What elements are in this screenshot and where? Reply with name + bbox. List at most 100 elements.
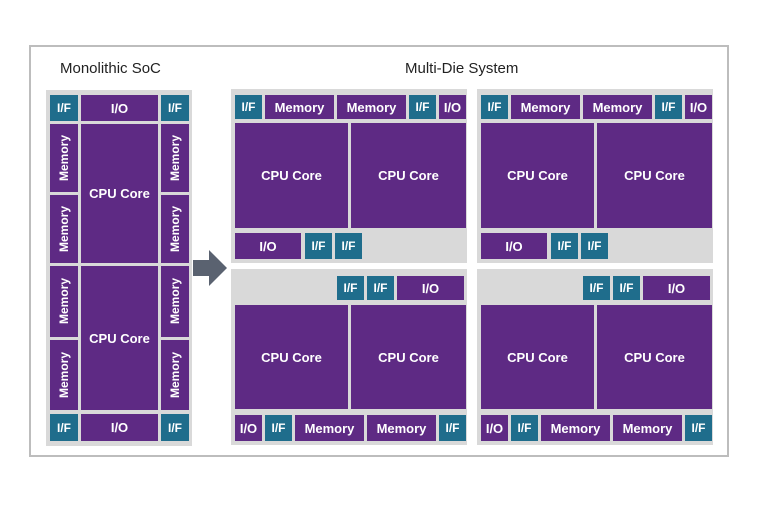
die-bottom-left-if-3: I/F xyxy=(265,415,292,441)
die-top-left-if-2-label: I/F xyxy=(415,100,430,114)
die-bottom-left-memory-1: Memory xyxy=(295,415,364,441)
soc-memory-right-1-label: Memory xyxy=(168,134,182,181)
die-bottom-left-if-2: I/F xyxy=(367,276,394,300)
die-bottom-right-if-2-label: I/F xyxy=(619,281,634,295)
die-bottom-left-if-1-label: I/F xyxy=(343,281,358,295)
die-top-left-io-bottom: I/O xyxy=(235,233,301,259)
die-top-right-if-1-label: I/F xyxy=(487,100,502,114)
die-bottom-right-if-4: I/F xyxy=(685,415,712,441)
die-bottom-right-io-bottom-label: I/O xyxy=(485,420,504,436)
die-top-right-memory-1: Memory xyxy=(511,95,580,119)
die-top-right-memory-1-label: Memory xyxy=(520,99,571,115)
soc-memory-left-3-label: Memory xyxy=(57,278,71,325)
die-bottom-right-if-2: I/F xyxy=(613,276,640,300)
die-top-right-cpu-core-2-label: CPU Core xyxy=(624,168,685,183)
right-arrow-icon xyxy=(193,250,227,286)
soc-io-bottom: I/O xyxy=(81,414,158,441)
soc-memory-right-2: Memory xyxy=(161,195,189,263)
soc-if-top-right-label: I/F xyxy=(168,101,182,115)
die-top-left-io-top-label: I/O xyxy=(443,99,462,115)
die-bottom-left-memory-1-label: Memory xyxy=(304,420,355,436)
soc-cpu-core-2-label: CPU Core xyxy=(89,330,150,346)
monolithic-soc-title: Monolithic SoC xyxy=(60,60,161,77)
die-bottom-left-if-2-label: I/F xyxy=(373,281,388,295)
soc-memory-left-4-label: Memory xyxy=(57,351,71,398)
die-top-right-memory-2-label: Memory xyxy=(592,99,643,115)
die-bottom-left-if-4-label: I/F xyxy=(445,421,460,435)
soc-io-bottom-label: I/O xyxy=(110,420,129,435)
die-top-right-cpu-core-1: CPU Core xyxy=(481,123,594,228)
die-bottom-right-io-top-label: I/O xyxy=(667,280,686,296)
die-top-left-memory-2: Memory xyxy=(337,95,406,119)
die-top-left-io-bottom-label: I/O xyxy=(259,238,277,254)
soc-io-top-label: I/O xyxy=(110,100,129,116)
die-bottom-left-io-top: I/O xyxy=(397,276,464,300)
die-top-left-if-2: I/F xyxy=(409,95,436,119)
soc-if-top-right: I/F xyxy=(161,95,189,121)
die-bottom-left-cpu-core-2-label: CPU Core xyxy=(378,349,439,365)
soc-io-top: I/O xyxy=(81,95,158,121)
soc-if-top-left-label: I/F xyxy=(57,101,71,115)
soc-if-top-left: I/F xyxy=(50,95,78,121)
die-bottom-right-memory-1-label: Memory xyxy=(550,420,601,436)
die-bottom-left-io-top-label: I/O xyxy=(421,280,440,296)
die-top-left-if-1: I/F xyxy=(235,95,262,119)
die-bottom-left-if-4: I/F xyxy=(439,415,466,441)
soc-memory-right-2-label: Memory xyxy=(168,205,182,252)
die-bottom-right-if-1-label: I/F xyxy=(589,281,604,295)
die-top-left-if-3-label: I/F xyxy=(311,239,326,253)
die-bottom-left-memory-2: Memory xyxy=(367,415,436,441)
die-top-left-cpu-core-2: CPU Core xyxy=(351,123,466,228)
soc-if-bottom-right: I/F xyxy=(161,414,189,441)
soc-memory-left-2: Memory xyxy=(50,195,78,263)
die-top-left-if-4-label: I/F xyxy=(341,239,356,253)
die-top-right-if-1: I/F xyxy=(481,95,508,119)
die-bottom-right-memory-2-label: Memory xyxy=(622,420,673,436)
multi-die-system-title: Multi-Die System xyxy=(405,60,519,77)
soc-if-bottom-left-label: I/F xyxy=(57,420,71,435)
die-top-left-cpu-core-2-label: CPU Core xyxy=(378,168,439,183)
soc-memory-left-4: Memory xyxy=(50,340,78,410)
soc-memory-right-1: Memory xyxy=(161,124,189,192)
die-bottom-left-io-bottom: I/O xyxy=(235,415,262,441)
soc-memory-left-3: Memory xyxy=(50,266,78,337)
die-top-left-io-top: I/O xyxy=(439,95,466,119)
die-bottom-right-memory-2: Memory xyxy=(613,415,682,441)
die-top-right-if-3: I/F xyxy=(551,233,578,259)
die-bottom-left-memory-2-label: Memory xyxy=(376,420,427,436)
die-top-left-cpu-core-1-label: CPU Core xyxy=(261,168,322,183)
die-top-right-if-2-label: I/F xyxy=(661,100,676,114)
die-top-left-if-1-label: I/F xyxy=(241,100,256,114)
soc-memory-left-2-label: Memory xyxy=(57,205,71,252)
die-top-left-if-4: I/F xyxy=(335,233,362,259)
die-bottom-right-if-1: I/F xyxy=(583,276,610,300)
soc-memory-right-3-label: Memory xyxy=(168,278,182,325)
soc-memory-left-1: Memory xyxy=(50,124,78,192)
soc-cpu-core-1-label: CPU Core xyxy=(89,186,150,201)
die-top-right-if-4-label: I/F xyxy=(587,239,602,253)
die-bottom-right-io-top: I/O xyxy=(643,276,710,300)
die-top-right-io-bottom-label: I/O xyxy=(505,238,523,254)
die-top-right-if-3-label: I/F xyxy=(557,239,572,253)
die-top-right-memory-2: Memory xyxy=(583,95,652,119)
die-bottom-left-cpu-core-2: CPU Core xyxy=(351,305,466,409)
die-bottom-left-cpu-core-1-label: CPU Core xyxy=(261,349,322,365)
soc-if-bottom-right-label: I/F xyxy=(168,420,182,435)
die-bottom-right-cpu-core-1-label: CPU Core xyxy=(507,349,568,365)
die-bottom-right-if-3: I/F xyxy=(511,415,538,441)
die-bottom-left-cpu-core-1: CPU Core xyxy=(235,305,348,409)
die-top-left-memory-1-label: Memory xyxy=(274,99,325,115)
die-bottom-left-io-bottom-label: I/O xyxy=(239,420,258,436)
die-top-right-cpu-core-2: CPU Core xyxy=(597,123,712,228)
die-top-right-io-bottom: I/O xyxy=(481,233,547,259)
die-bottom-right-cpu-core-2-label: CPU Core xyxy=(624,349,685,365)
die-bottom-left-if-3-label: I/F xyxy=(271,421,286,435)
die-bottom-right-cpu-core-2: CPU Core xyxy=(597,305,712,409)
die-top-left-cpu-core-1: CPU Core xyxy=(235,123,348,228)
soc-memory-right-4-label: Memory xyxy=(168,351,182,398)
die-top-right-cpu-core-1-label: CPU Core xyxy=(507,168,568,183)
die-bottom-right-memory-1: Memory xyxy=(541,415,610,441)
soc-memory-left-1-label: Memory xyxy=(57,134,71,181)
die-top-left-if-3: I/F xyxy=(305,233,332,259)
soc-cpu-core-2: CPU Core xyxy=(81,266,158,410)
